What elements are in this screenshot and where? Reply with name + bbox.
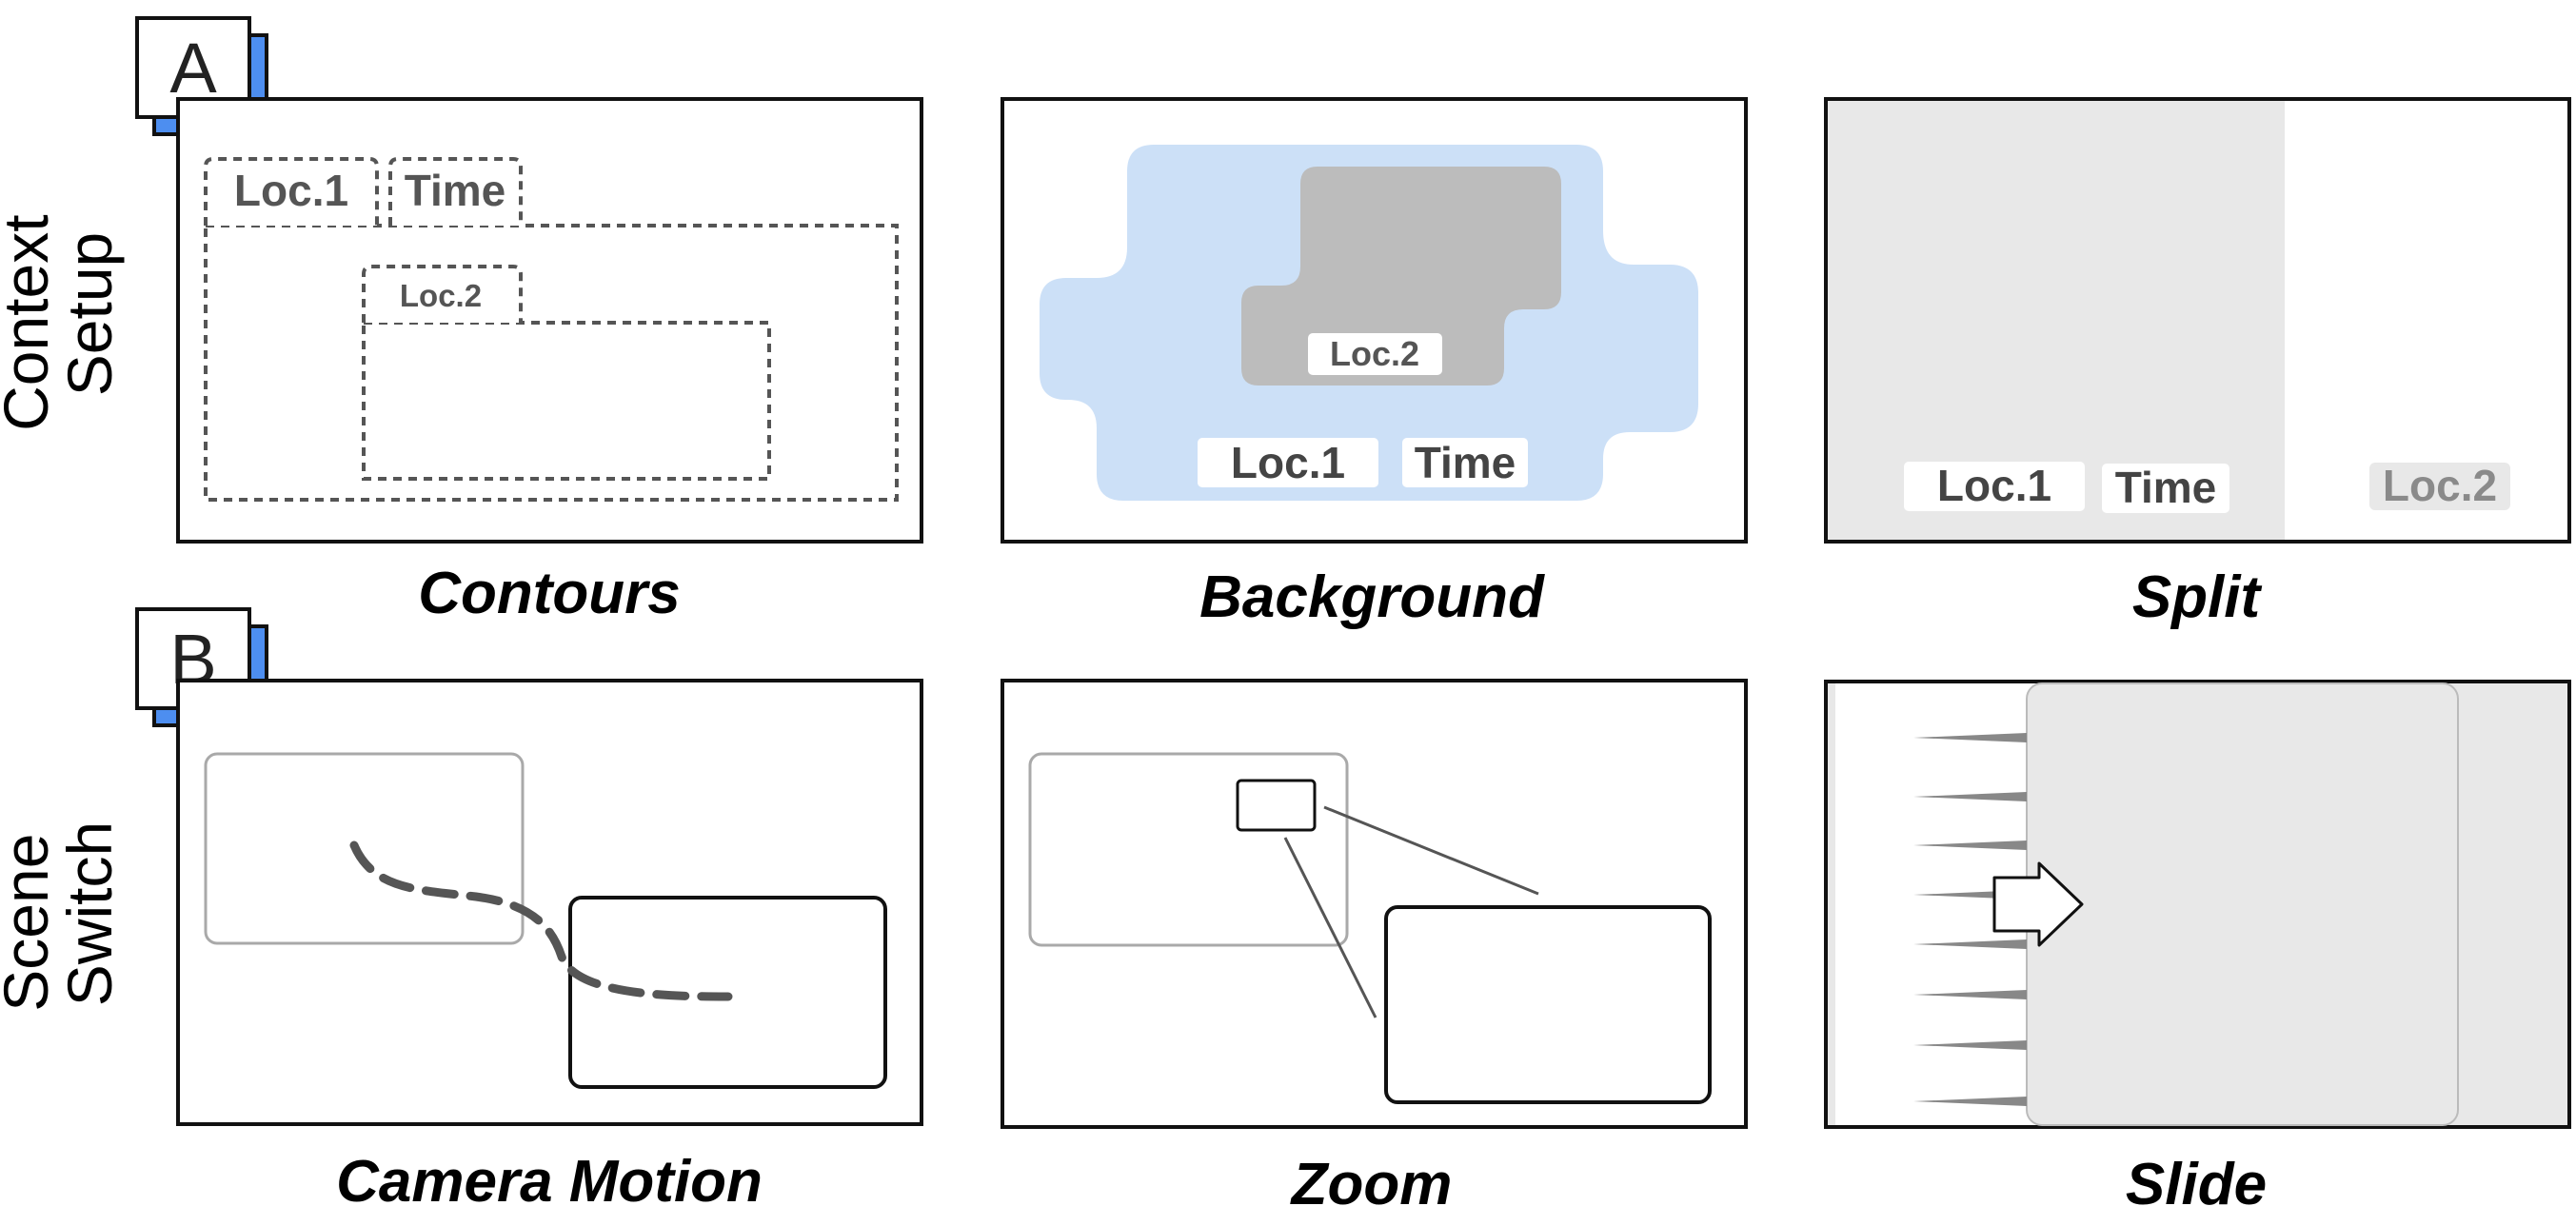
camera-start-view xyxy=(204,752,525,945)
row-a-label-line1: Context xyxy=(0,214,61,430)
panel-split: Loc.1 Time Loc.2 xyxy=(1824,97,2571,544)
split-tag-loc1-bg xyxy=(1904,462,2085,511)
panel-slide xyxy=(1824,680,2571,1129)
row-a-label-line2: Setup xyxy=(54,232,125,396)
contour-tag-loc1: Loc.1 xyxy=(234,166,348,215)
zoom-target-view xyxy=(1384,905,1712,1104)
row-b-label: Scene Switch xyxy=(0,816,125,1011)
row-b-label-line2: Switch xyxy=(54,821,125,1006)
row-b-label-line1: Scene xyxy=(0,834,61,1012)
caption-background: Background xyxy=(1199,564,1545,630)
split-tag-loc2: Loc.2 xyxy=(2383,461,2497,510)
split-tag-loc2-bg xyxy=(2369,463,2510,510)
panel-camera-motion-frame xyxy=(176,679,923,1126)
contour-tag-time: Time xyxy=(405,166,506,215)
caption-camera-motion: Camera Motion xyxy=(336,1149,763,1215)
row-a-label: Context Setup xyxy=(0,197,125,431)
slide-streak xyxy=(1913,1040,2027,1050)
contour-inner xyxy=(362,321,771,481)
split-tag-loc1: Loc.1 xyxy=(1937,461,2051,510)
slide-streak xyxy=(1913,792,2027,801)
background-tag-loc1-bg xyxy=(1198,438,1378,487)
slide-streak xyxy=(1913,733,2027,742)
panel-zoom xyxy=(1001,679,1748,1129)
slide-streak xyxy=(1913,840,2027,850)
zoom-line-bottom xyxy=(1283,837,1377,1018)
contour-tag-loc2: Loc.2 xyxy=(400,278,482,313)
slide-streak xyxy=(1913,990,2027,999)
zoom-source-view xyxy=(1028,752,1349,947)
slide-streak xyxy=(1913,939,2027,949)
background-tag-time: Time xyxy=(1415,438,1516,487)
row-b: B Scene Switch Camera Motion Zoom xyxy=(0,607,2571,1217)
zoom-line-top xyxy=(1323,805,1539,896)
background-inner-blob xyxy=(1241,167,1561,386)
slide-front-panel xyxy=(2026,682,2459,1126)
contour-outer xyxy=(204,224,899,502)
caption-split: Split xyxy=(2132,564,2263,630)
background-tag-loc2: Loc.2 xyxy=(1330,334,1419,373)
row-a: A Context Setup Loc.1 Time Loc.2 Contour… xyxy=(0,16,2571,630)
background-tag-loc2-bg xyxy=(1308,333,1442,375)
caption-slide: Slide xyxy=(2126,1152,2267,1217)
caption-contours: Contours xyxy=(418,561,681,626)
panel-contours: Loc.1 Time Loc.2 xyxy=(176,97,923,544)
slide-left-edge xyxy=(1828,683,1835,1125)
contour-tab-loc2 xyxy=(362,265,523,323)
panel-background: Loc.2 Loc.1 Time xyxy=(1001,97,1748,544)
contour-tab-time xyxy=(388,157,523,226)
panel-camera-motion xyxy=(176,679,923,1126)
background-tag-loc1: Loc.1 xyxy=(1231,438,1345,487)
badge-a-letter: A xyxy=(169,29,217,108)
slide-streak xyxy=(1913,1097,2027,1106)
slide-arrow-icon xyxy=(1992,861,2084,947)
camera-end-view xyxy=(568,896,887,1089)
background-tag-time-bg xyxy=(1402,438,1528,487)
contour-tab-loc1 xyxy=(204,157,379,226)
split-tag-time-bg xyxy=(2102,464,2229,513)
camera-trail xyxy=(349,840,733,1001)
zoom-focus-box xyxy=(1236,779,1317,832)
split-tag-time: Time xyxy=(2115,463,2217,512)
caption-zoom: Zoom xyxy=(1290,1152,1453,1217)
